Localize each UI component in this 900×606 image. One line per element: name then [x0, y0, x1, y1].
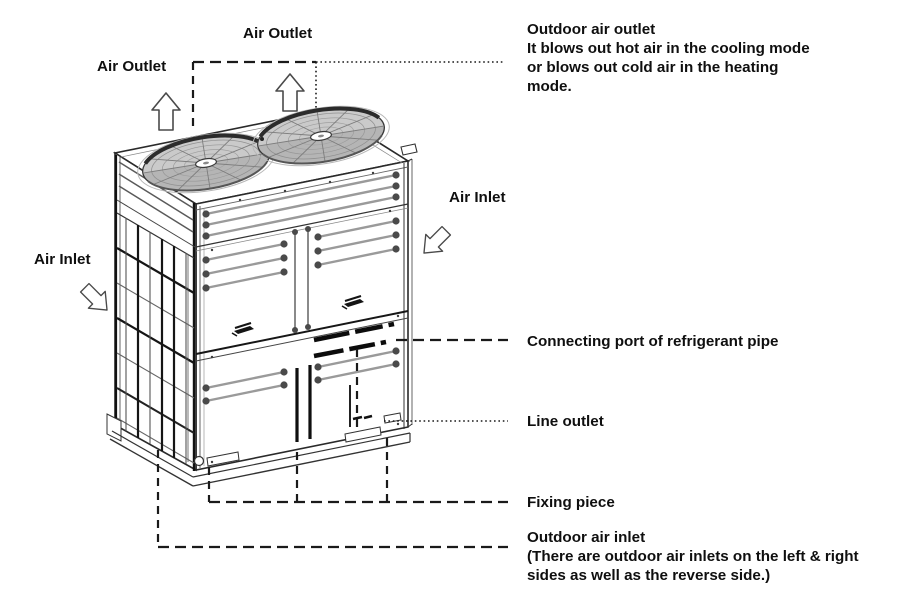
- unit-base: [106, 412, 411, 487]
- label-air-outlet-top: Air Outlet: [243, 25, 313, 42]
- air-outlet-arrow-top-icon: [275, 73, 305, 112]
- callout-connecting-port: Connecting port of refrigerant pipe: [527, 333, 779, 350]
- leader-fixing-piece: [207, 438, 508, 504]
- callout-outdoor-air-inlet: Outdoor air inlet (There are outdoor air…: [527, 528, 872, 585]
- callout-outdoor-air-outlet: Outdoor air outlet It blows out hot air …: [527, 20, 817, 96]
- left-mesh-grille: [116, 212, 195, 464]
- air-outlet-arrow-left-icon: [151, 92, 181, 131]
- callout-fixing-piece: Fixing piece: [527, 494, 615, 511]
- label-air-outlet-left: Air Outlet: [97, 58, 167, 75]
- refrigerant-port-bars: [313, 321, 395, 359]
- unit-body: [106, 95, 418, 487]
- label-air-inlet-right: Air Inlet: [449, 189, 506, 206]
- unit-front-face: [195, 160, 409, 471]
- callout-outdoor-air-inlet-title: Outdoor air inlet: [527, 529, 646, 546]
- leader-outdoor-air-inlet: [156, 450, 508, 549]
- label-air-inlet-left: Air Inlet: [34, 251, 91, 268]
- callout-outdoor-air-outlet-title: Outdoor air outlet: [527, 21, 656, 38]
- air-inlet-arrow-left-icon: [75, 278, 117, 320]
- callout-outdoor-air-inlet-desc: (There are outdoor air inlets on the lef…: [527, 548, 859, 584]
- base-foot-hole: [193, 455, 205, 467]
- air-inlet-arrow-right-icon: [414, 221, 456, 263]
- unit-left-face: [114, 151, 197, 472]
- callout-line-outlet: Line outlet: [527, 413, 604, 430]
- front-vent-slats: [202, 171, 400, 405]
- leader-air-outlet: [191, 60, 505, 128]
- screw-dots: [210, 171, 400, 464]
- callout-outdoor-air-outlet-desc: It blows out hot air in the cooling mode…: [527, 40, 810, 95]
